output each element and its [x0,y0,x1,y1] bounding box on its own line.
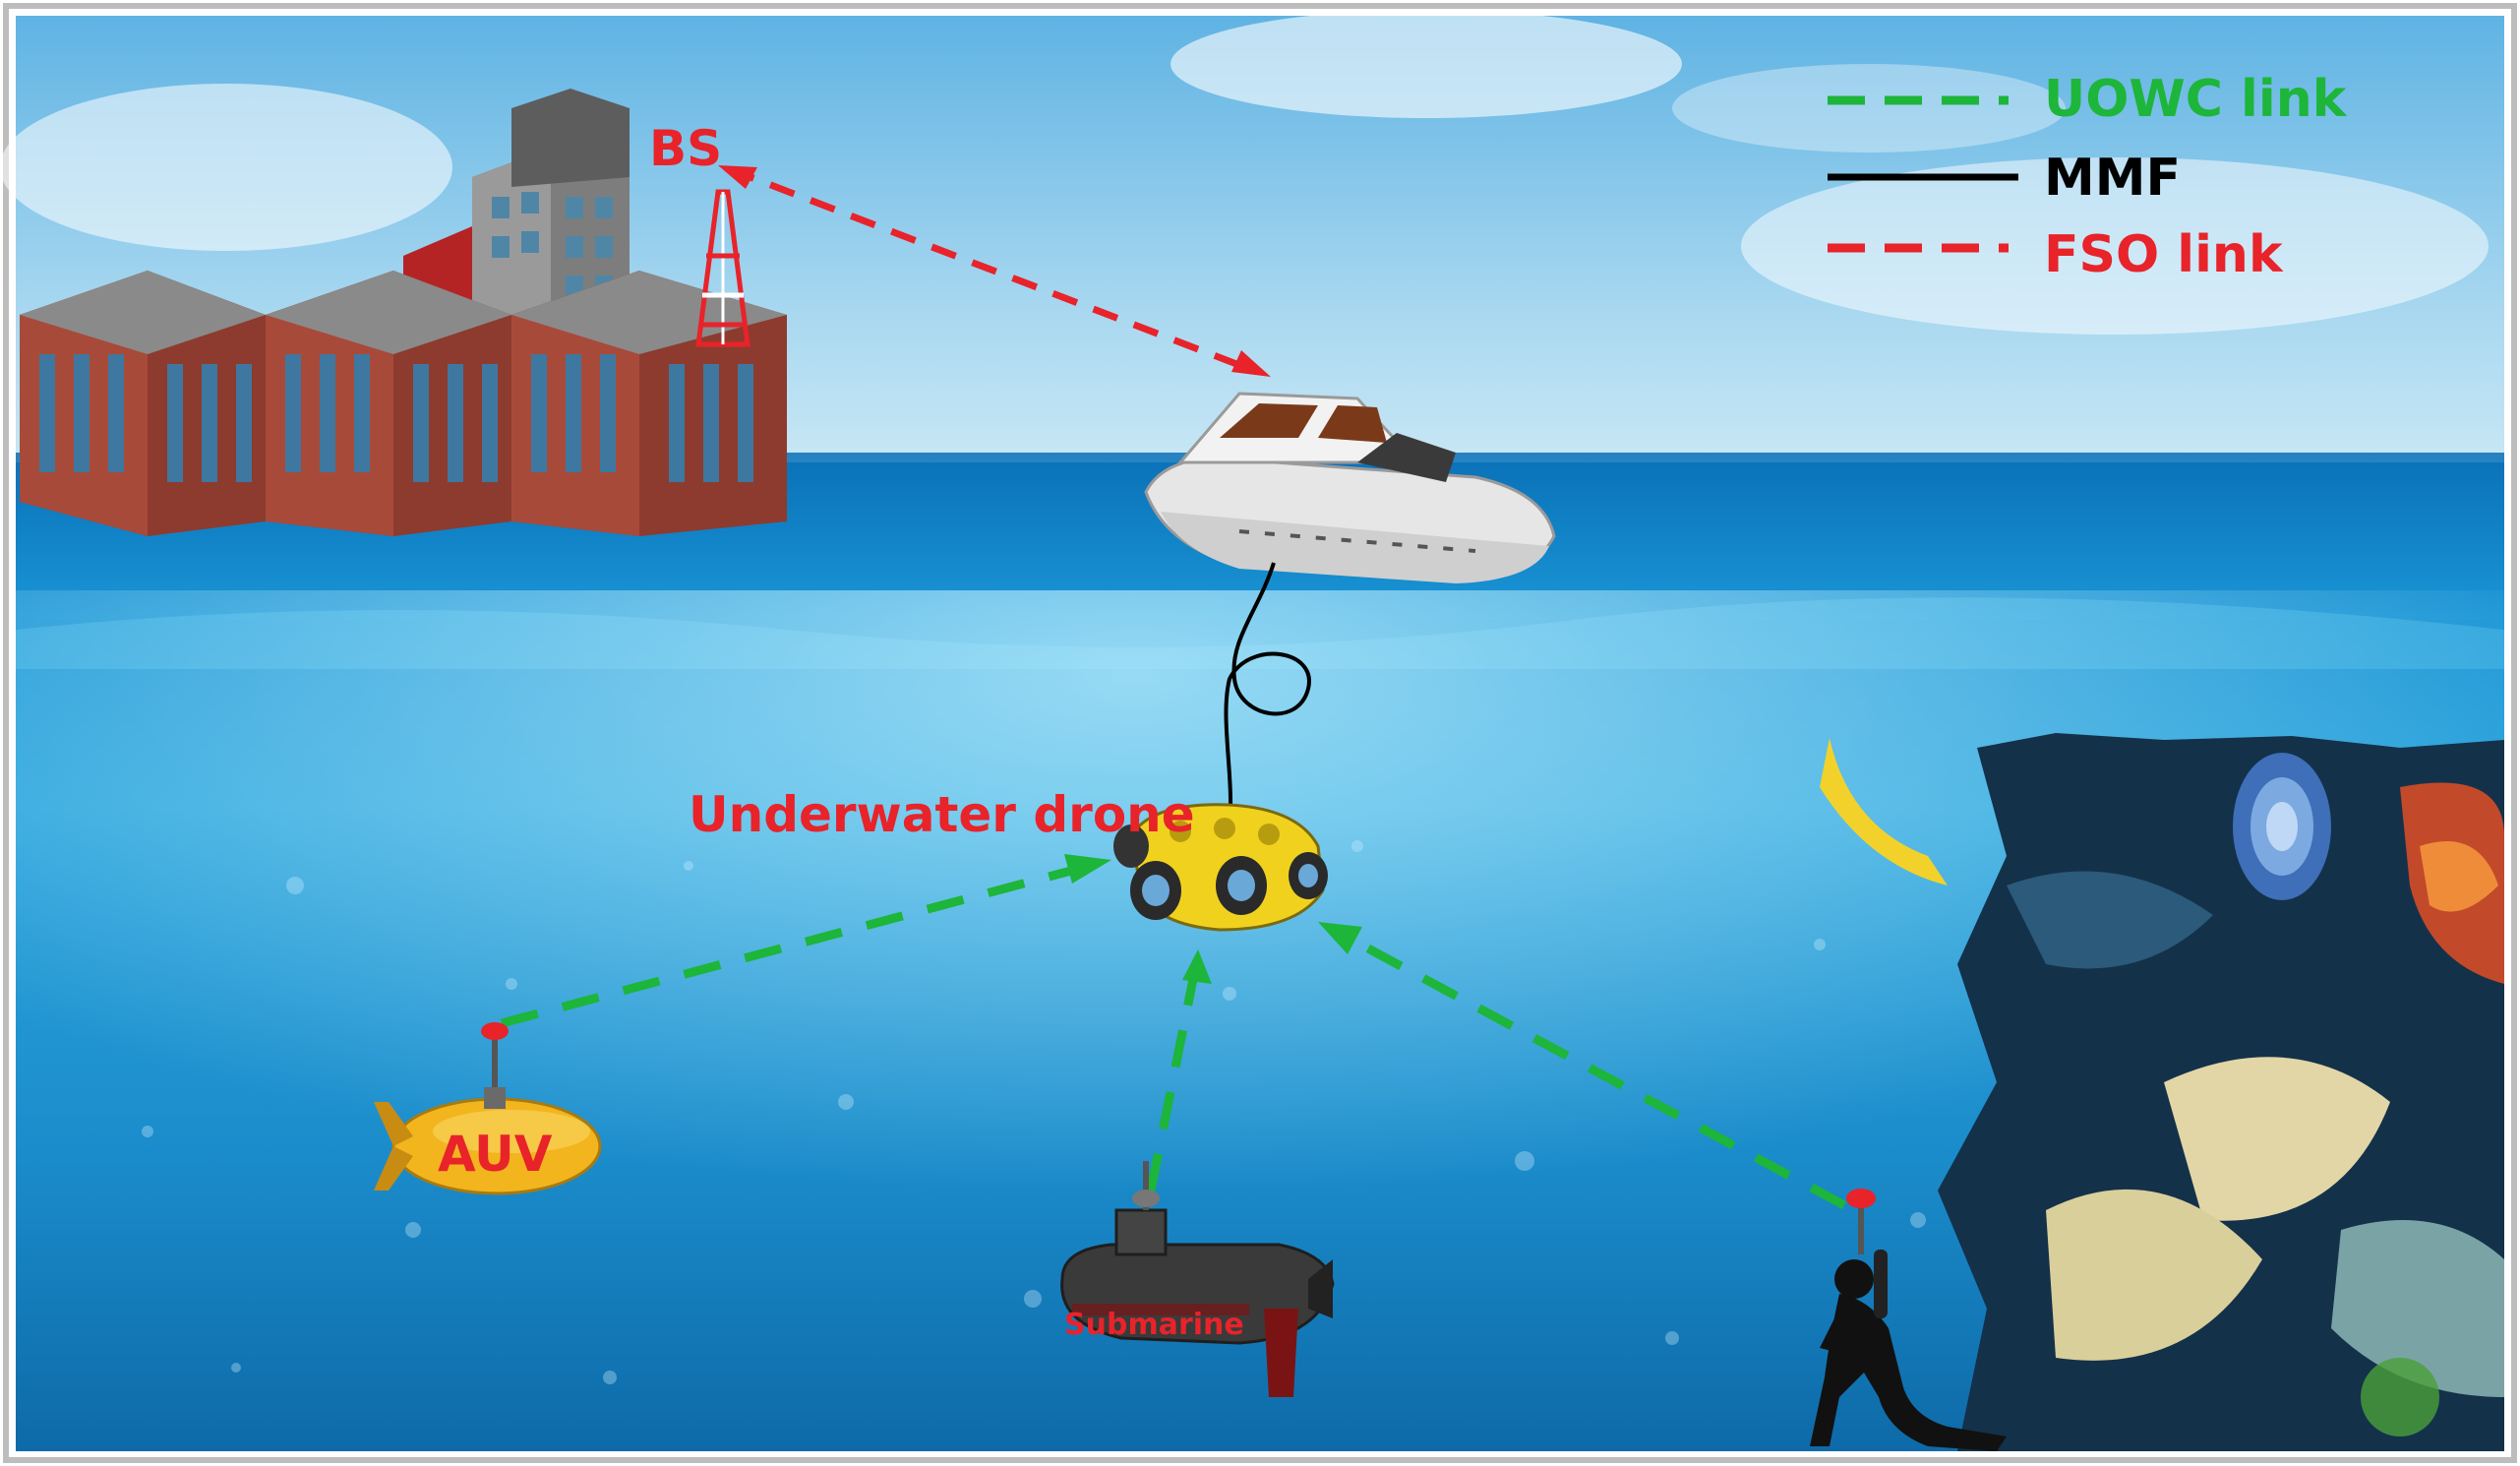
uowc-arrowhead-submarine [1182,949,1212,984]
fso-link-line [728,165,1259,376]
legend-label-fso: FSO link [2044,225,2284,284]
label-auv: AUV [438,1126,553,1183]
underwater-drone-icon [1113,803,1328,932]
uowc-link-auv [500,859,1099,1028]
auv-icon [374,1022,602,1195]
fso-arrowhead-yacht [1231,350,1271,377]
uowc-arrowhead-diver [1318,922,1362,954]
fso-arrowhead-bs [718,165,757,189]
coral-reef-icon [1820,733,2504,1451]
legend-label-mmf: MMF [2044,149,2181,208]
diver-icon [1810,1189,2007,1451]
uowc-link-diver [1340,931,1847,1209]
label-submarine: Submarine [1064,1308,1244,1342]
label-bs: BS [649,120,722,177]
mmf-cable-line [1224,562,1311,827]
uowc-arrowhead-auv [1064,854,1111,884]
building-icon [20,89,787,536]
label-underwater-drone: Underwater drone [689,786,1195,843]
legend: UOWC link MMF FSO link [1828,70,2348,284]
antenna-tower-icon [695,189,750,347]
yacht-icon [1144,392,1556,583]
submarine-icon [1060,1161,1335,1397]
legend-label-uowc: UOWC link [2044,70,2348,129]
